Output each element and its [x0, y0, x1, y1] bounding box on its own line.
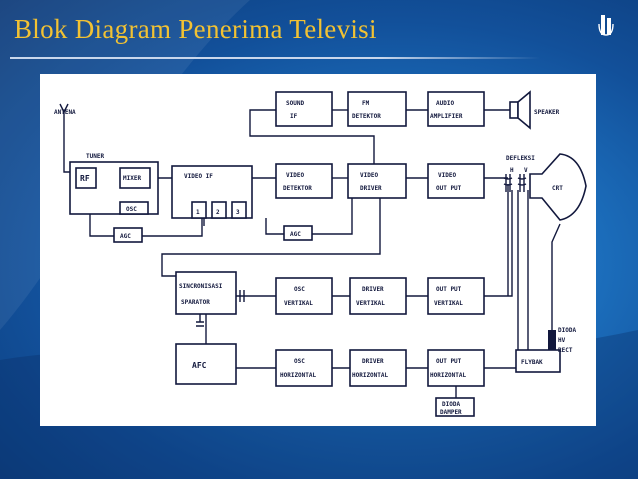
sound-if-line1: SOUND	[286, 100, 304, 107]
fm-detektor-line1: FM	[362, 100, 370, 107]
video-detektor-line1: VIDEO	[286, 172, 304, 179]
driver-horizontal-block	[349, 349, 407, 387]
output-vertikal-line1: OUT PUT	[436, 286, 462, 293]
agc-if-block	[283, 225, 313, 241]
video-driver-block	[347, 163, 407, 199]
if-stage-1-label: 1	[196, 209, 200, 216]
diagram-panel: TUNER RF MIXER OSC ANTENA VIDEO IF 1 2 3…	[40, 74, 596, 426]
afc-block	[175, 343, 237, 385]
osc-horizontal-line2: HORIZONTAL	[280, 372, 317, 379]
mixer-block	[119, 167, 151, 189]
sinkronisasi-block	[175, 271, 237, 315]
antenna-label: ANTENA	[54, 109, 76, 116]
if-stage-3	[231, 201, 247, 219]
osc-vertikal-block	[275, 277, 333, 315]
flyback-label: FLYBAK	[521, 359, 543, 366]
mixer-label: MIXER	[123, 175, 141, 182]
osc-vertikal-line1: OSC	[294, 286, 305, 293]
dioda-damper-line1: DIODA	[442, 401, 460, 408]
deflection-yoke-icon	[503, 174, 527, 192]
flyback-block	[515, 349, 561, 373]
fm-detektor-line2: DETEKTOR	[352, 113, 381, 120]
fm-detektor-block	[347, 91, 407, 127]
output-horizontal-block	[427, 349, 485, 387]
h-label: H	[510, 167, 514, 174]
audio-amplifier-block	[427, 91, 485, 127]
rf-block	[75, 167, 97, 189]
agc-tuner-label: AGC	[120, 233, 131, 240]
crt-icon	[529, 153, 587, 221]
agc-if-label: AGC	[290, 231, 301, 238]
output-horizontal-line1: OUT PUT	[436, 358, 462, 365]
video-detektor-line2: DETEKTOR	[283, 185, 312, 192]
signal-lines	[59, 103, 561, 398]
tuner-osc-block	[119, 201, 149, 215]
slide-title: Blok Diagram Penerima Televisi	[14, 14, 377, 44]
sound-if-block	[275, 91, 333, 127]
title-underline	[10, 57, 540, 59]
if-stage-2-label: 2	[216, 209, 220, 216]
video-if-label: VIDEO IF	[184, 173, 213, 180]
output-vertikal-line2: VERTIKAL	[434, 300, 463, 307]
sinkronisasi-line2: SPARATOR	[181, 299, 210, 306]
osc-horizontal-line1: OSC	[294, 358, 305, 365]
if-stage-3-label: 3	[236, 209, 240, 216]
driver-horizontal-line2: HORIZONTAL	[352, 372, 389, 379]
defleksi-label: DEFLEKSI	[506, 155, 535, 162]
dioda-hv-line3: RECT	[558, 347, 573, 354]
sinkronisasi-line1: SINCRONISASI	[179, 283, 223, 290]
dioda-hv-line2: HV	[558, 337, 566, 344]
v-label: V	[524, 167, 528, 174]
if-stage-1	[191, 201, 207, 219]
dioda-hv-line1: DIODA	[558, 327, 576, 334]
osc-vertikal-line2: VERTIKAL	[284, 300, 313, 307]
video-detektor-block	[275, 163, 333, 199]
rf-label: RF	[80, 174, 90, 183]
driver-vertikal-line1: DRIVER	[362, 286, 384, 293]
crt-label: CRT	[552, 185, 563, 192]
speaker-label: SPEAKER	[534, 109, 560, 116]
video-output-line1: VIDEO	[438, 172, 456, 179]
dioda-damper-block	[435, 397, 475, 417]
block-diagram: TUNER RF MIXER OSC ANTENA VIDEO IF 1 2 3…	[54, 90, 587, 417]
agc-tuner-block	[113, 227, 143, 243]
sound-if-line2: IF	[290, 113, 298, 120]
video-output-block	[427, 163, 485, 199]
audio-amplifier-line1: AUDIO	[436, 100, 454, 107]
capacitor-icon	[196, 290, 245, 327]
video-driver-line1: VIDEO	[360, 172, 378, 179]
hv-diode-icon	[548, 330, 556, 350]
if-stage-2	[211, 201, 227, 219]
afc-label: AFC	[192, 361, 207, 370]
output-horizontal-line2: HORIZONTAL	[430, 372, 467, 379]
logo-icon	[598, 15, 614, 36]
tuner-label: TUNER	[86, 153, 104, 160]
osc-horizontal-block	[275, 349, 333, 387]
driver-vertikal-block	[349, 277, 407, 315]
driver-vertikal-line2: VERTIKAL	[356, 300, 385, 307]
speaker-icon	[509, 90, 531, 130]
video-output-line2: OUT PUT	[436, 185, 462, 192]
dioda-damper-line2: DAMPER	[440, 409, 462, 416]
output-vertikal-block	[427, 277, 485, 315]
audio-amplifier-line2: AMPLIFIER	[430, 113, 463, 120]
tuner-osc-label: OSC	[126, 206, 137, 213]
video-driver-line2: DRIVER	[360, 185, 382, 192]
driver-horizontal-line1: DRIVER	[362, 358, 384, 365]
